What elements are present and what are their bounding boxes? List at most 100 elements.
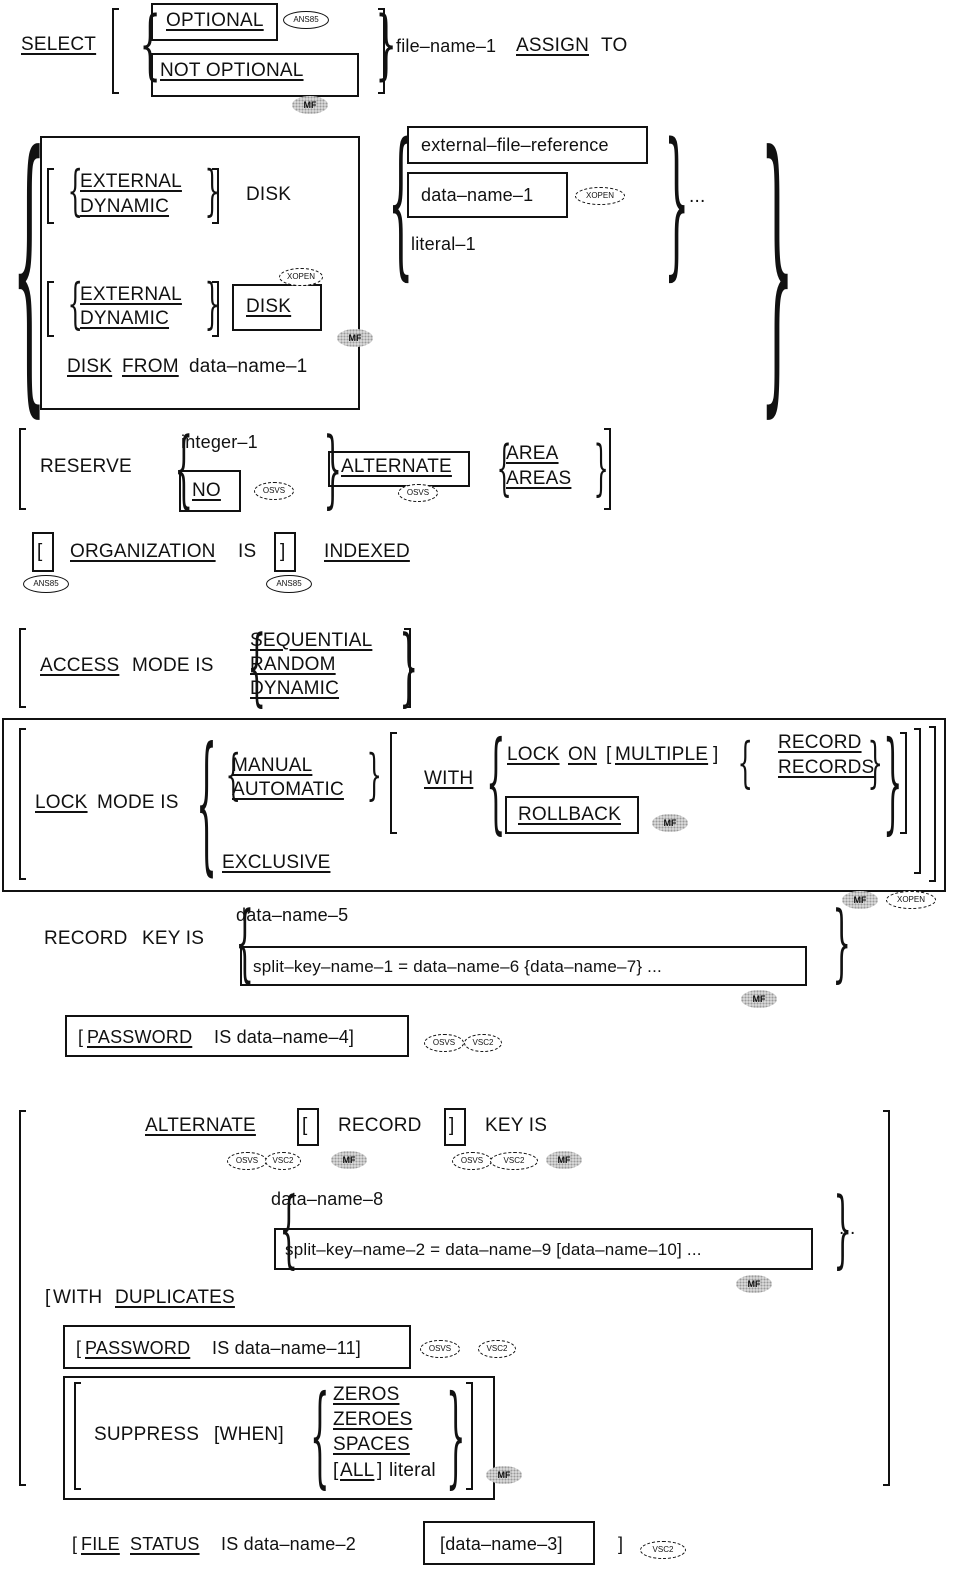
access-keyword: ACCESS	[40, 655, 120, 676]
brace: {	[67, 272, 83, 335]
close-bracket: ]	[280, 541, 286, 562]
manual-keyword: MANUAL	[232, 755, 313, 776]
data-name-1: data–name–1	[189, 356, 308, 377]
xopen-badge: XOPEN	[575, 187, 625, 205]
vsc2-badge: VSC2	[464, 1034, 502, 1052]
split-key-name-1: split–key–name–1 = data–name–6 {data–nam…	[253, 957, 662, 976]
not-optional-keyword: NOT OPTIONAL	[160, 60, 304, 81]
suppress-word: SUPPRESS	[94, 1424, 200, 1445]
suppress-box	[63, 1376, 495, 1500]
spaces-keyword: SPACES	[333, 1434, 410, 1455]
brace: }	[399, 617, 419, 715]
area-keyword: AREA	[506, 443, 559, 464]
ellipsis: ...	[689, 186, 706, 207]
bracket-box	[32, 532, 54, 572]
password-rest: IS data–name–4]	[214, 1027, 355, 1047]
disk-options-box	[40, 136, 360, 410]
right-bracket	[883, 1110, 890, 1486]
osvs-badge: OSVS	[254, 482, 294, 500]
brace: }	[867, 731, 883, 794]
brace: {	[388, 108, 414, 295]
with-keyword: WITH	[53, 1287, 103, 1308]
disk-box	[232, 284, 322, 331]
password-box	[63, 1325, 411, 1369]
select-keyword: SELECT	[21, 34, 97, 55]
bracket-box	[444, 1108, 466, 1146]
data-name-3-box	[423, 1521, 595, 1565]
brace: {	[247, 617, 267, 715]
ext-file-ref-box	[407, 126, 648, 164]
password-keyword: PASSWORD	[85, 1338, 191, 1358]
disk-keyword-boxed: DISK	[246, 296, 292, 317]
ellipsis: ...	[839, 1218, 856, 1239]
mf-badge: MF	[292, 96, 328, 114]
brace: }	[664, 108, 690, 295]
file-status-rest: IS data–name–2	[221, 1534, 356, 1554]
bracket-box	[297, 1108, 319, 1146]
external-keyword: EXTERNAL	[80, 284, 182, 305]
bracket: ]	[449, 1115, 455, 1136]
osvs-badge: OSVS	[424, 1034, 464, 1052]
ans85-badge: ANS85	[266, 575, 312, 593]
bracket: ]	[618, 1534, 624, 1554]
dynamic-keyword: DYNAMIC	[250, 678, 340, 699]
dynamic-keyword: DYNAMIC	[80, 196, 170, 217]
mf-badge: MF	[652, 814, 688, 832]
bracket	[212, 168, 219, 224]
split-key-box	[240, 946, 807, 986]
bracket: [	[45, 1287, 51, 1308]
ans85-badge: ANS85	[23, 575, 69, 593]
records-keyword: RECORDS	[778, 757, 875, 778]
disk-keyword: DISK	[67, 356, 113, 377]
brace: }	[446, 1371, 466, 1499]
brace: {	[225, 743, 241, 806]
duplicates-keyword: DUPLICATES	[115, 1287, 235, 1308]
right-bracket	[404, 628, 411, 708]
brace: }	[323, 419, 343, 517]
brace: }	[593, 433, 609, 503]
bracket	[390, 732, 397, 834]
data-name-1-box	[407, 172, 568, 218]
bracket-box	[274, 532, 296, 572]
not-optional-box	[151, 53, 359, 97]
areas-keyword: AREAS	[506, 468, 572, 489]
outer-right-brace: }	[760, 93, 795, 442]
literal-1: literal–1	[411, 234, 476, 254]
reserve-word: RESERVE	[40, 456, 132, 477]
brace: {	[67, 159, 83, 222]
to-keyword: TO	[601, 35, 628, 56]
bracket: ]	[713, 744, 719, 765]
ans85-badge: ANS85	[283, 11, 329, 29]
vsc2-badge: VSC2	[640, 1541, 686, 1559]
left-brace: {	[139, 0, 162, 88]
brace: }	[883, 717, 903, 845]
multiple-keyword: MULTIPLE	[615, 744, 709, 765]
from-keyword: FROM	[122, 356, 179, 377]
is-keyword: IS	[238, 541, 257, 562]
mf-badge: MF	[546, 1151, 582, 1169]
brace: {	[486, 717, 506, 845]
with-keyword: WITH	[424, 768, 474, 789]
bracket: [	[333, 1460, 339, 1481]
mf-badge: MF	[331, 1151, 367, 1169]
integer-1: integer–1	[181, 432, 258, 452]
xopen-badge: XOPEN	[279, 268, 323, 286]
left-bracket	[19, 428, 26, 510]
bracket	[47, 281, 54, 337]
osvs-badge: OSVS	[452, 1152, 492, 1170]
assign-keyword: ASSIGN	[516, 35, 589, 56]
lock-mode-box	[2, 718, 946, 892]
left-bracket	[112, 8, 119, 94]
no-box	[179, 470, 241, 512]
mode-is: MODE IS	[132, 655, 214, 676]
optional-box	[151, 3, 278, 41]
automatic-keyword: AUTOMATIC	[232, 779, 344, 800]
suppress-keyword: SUPPRESS	[94, 1424, 200, 1446]
brace: {	[310, 1371, 330, 1499]
all-keyword: ALL	[340, 1460, 375, 1481]
bracket: [	[302, 1115, 308, 1136]
bracket	[466, 1382, 473, 1490]
mf-badge: MF	[741, 990, 777, 1008]
zeros-keyword: ZEROS	[333, 1384, 400, 1405]
data-name-3: [data–name–3]	[440, 1534, 563, 1554]
